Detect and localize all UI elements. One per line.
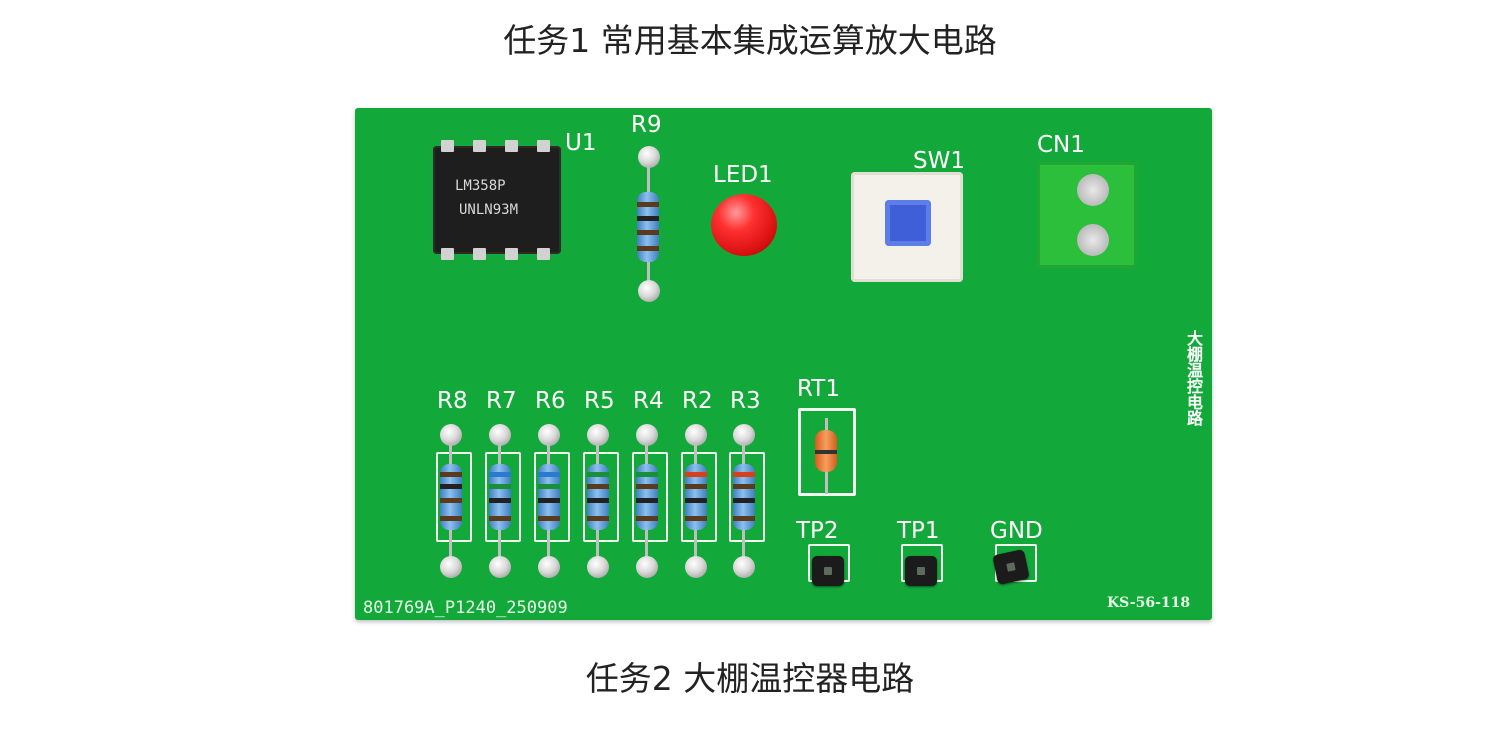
resistor-outline [583, 452, 619, 542]
label-tp2: TP2 [796, 518, 839, 544]
label-r8: R8 [437, 388, 468, 414]
title-task2: 任务2 大棚温控器电路 [585, 659, 915, 698]
resistor-pad-bottom [587, 556, 609, 578]
tp2-testpoint [812, 556, 844, 586]
board-vertical-label: 大棚温控电路 [1184, 330, 1203, 426]
label-rt1: RT1 [797, 376, 840, 402]
chip-marking-line1: LM358P [455, 178, 506, 194]
label-tp1: TP1 [897, 518, 940, 544]
label-led1: LED1 [713, 162, 773, 188]
resistor-pad-top [636, 424, 658, 446]
label-cn1: CN1 [1037, 132, 1085, 158]
label-u1: U1 [565, 130, 597, 156]
label-sw1: SW1 [913, 148, 965, 174]
board-serial: 801769A_P1240_250909 [363, 598, 568, 618]
pcb-board: U1 LM358P UNLN93M R9 LED1 SW1 CN1 R8 R7 … [355, 108, 1212, 620]
label-r9: R9 [631, 112, 662, 138]
resistor-pad-top [587, 424, 609, 446]
resistor-pad-bottom [636, 556, 658, 578]
chip-marking-line2: UNLN93M [459, 202, 519, 218]
resistor [636, 464, 658, 530]
label-r6: R6 [535, 388, 566, 414]
label-gnd: GND [990, 518, 1043, 544]
board-part-code: KS-56-118 [1107, 595, 1191, 611]
resistor-pad-top [685, 424, 707, 446]
title-task1: 任务1 常用基本集成运算放大电路 [503, 21, 997, 60]
r9-resistor [637, 192, 659, 262]
label-r3: R3 [730, 388, 761, 414]
resistor [587, 464, 609, 530]
tp1-testpoint [905, 556, 937, 586]
resistor-pad-bottom [489, 556, 511, 578]
resistor [440, 464, 462, 530]
lm358-chip: LM358P UNLN93M [433, 140, 561, 260]
resistor-outline [534, 452, 570, 542]
screw-icon [1077, 174, 1109, 206]
terminal-block [1037, 162, 1137, 268]
label-r4: R4 [633, 388, 664, 414]
resistor [733, 464, 755, 530]
resistor-pad-bottom [538, 556, 560, 578]
resistor [538, 464, 560, 530]
resistor-pad-top [489, 424, 511, 446]
resistor-outline [436, 452, 472, 542]
resistor [685, 464, 707, 530]
resistor-pad-bottom [733, 556, 755, 578]
label-r2: R2 [682, 388, 713, 414]
r9-pad-bottom [638, 280, 660, 302]
switch-button [885, 200, 931, 246]
resistor-outline [681, 452, 717, 542]
resistor-pad-bottom [440, 556, 462, 578]
resistor-outline [485, 452, 521, 542]
push-switch [851, 172, 963, 282]
resistor [489, 464, 511, 530]
r9-pad-top [638, 146, 660, 168]
led-red [711, 194, 777, 256]
resistor-outline [632, 452, 668, 542]
resistor-pad-top [538, 424, 560, 446]
resistor-pad-top [733, 424, 755, 446]
resistor-pad-top [440, 424, 462, 446]
rt1-outline [798, 408, 856, 496]
thermistor [815, 430, 837, 472]
label-r7: R7 [486, 388, 517, 414]
label-r5: R5 [584, 388, 615, 414]
screw-icon [1077, 224, 1109, 256]
resistor-pad-bottom [685, 556, 707, 578]
resistor-outline [729, 452, 765, 542]
